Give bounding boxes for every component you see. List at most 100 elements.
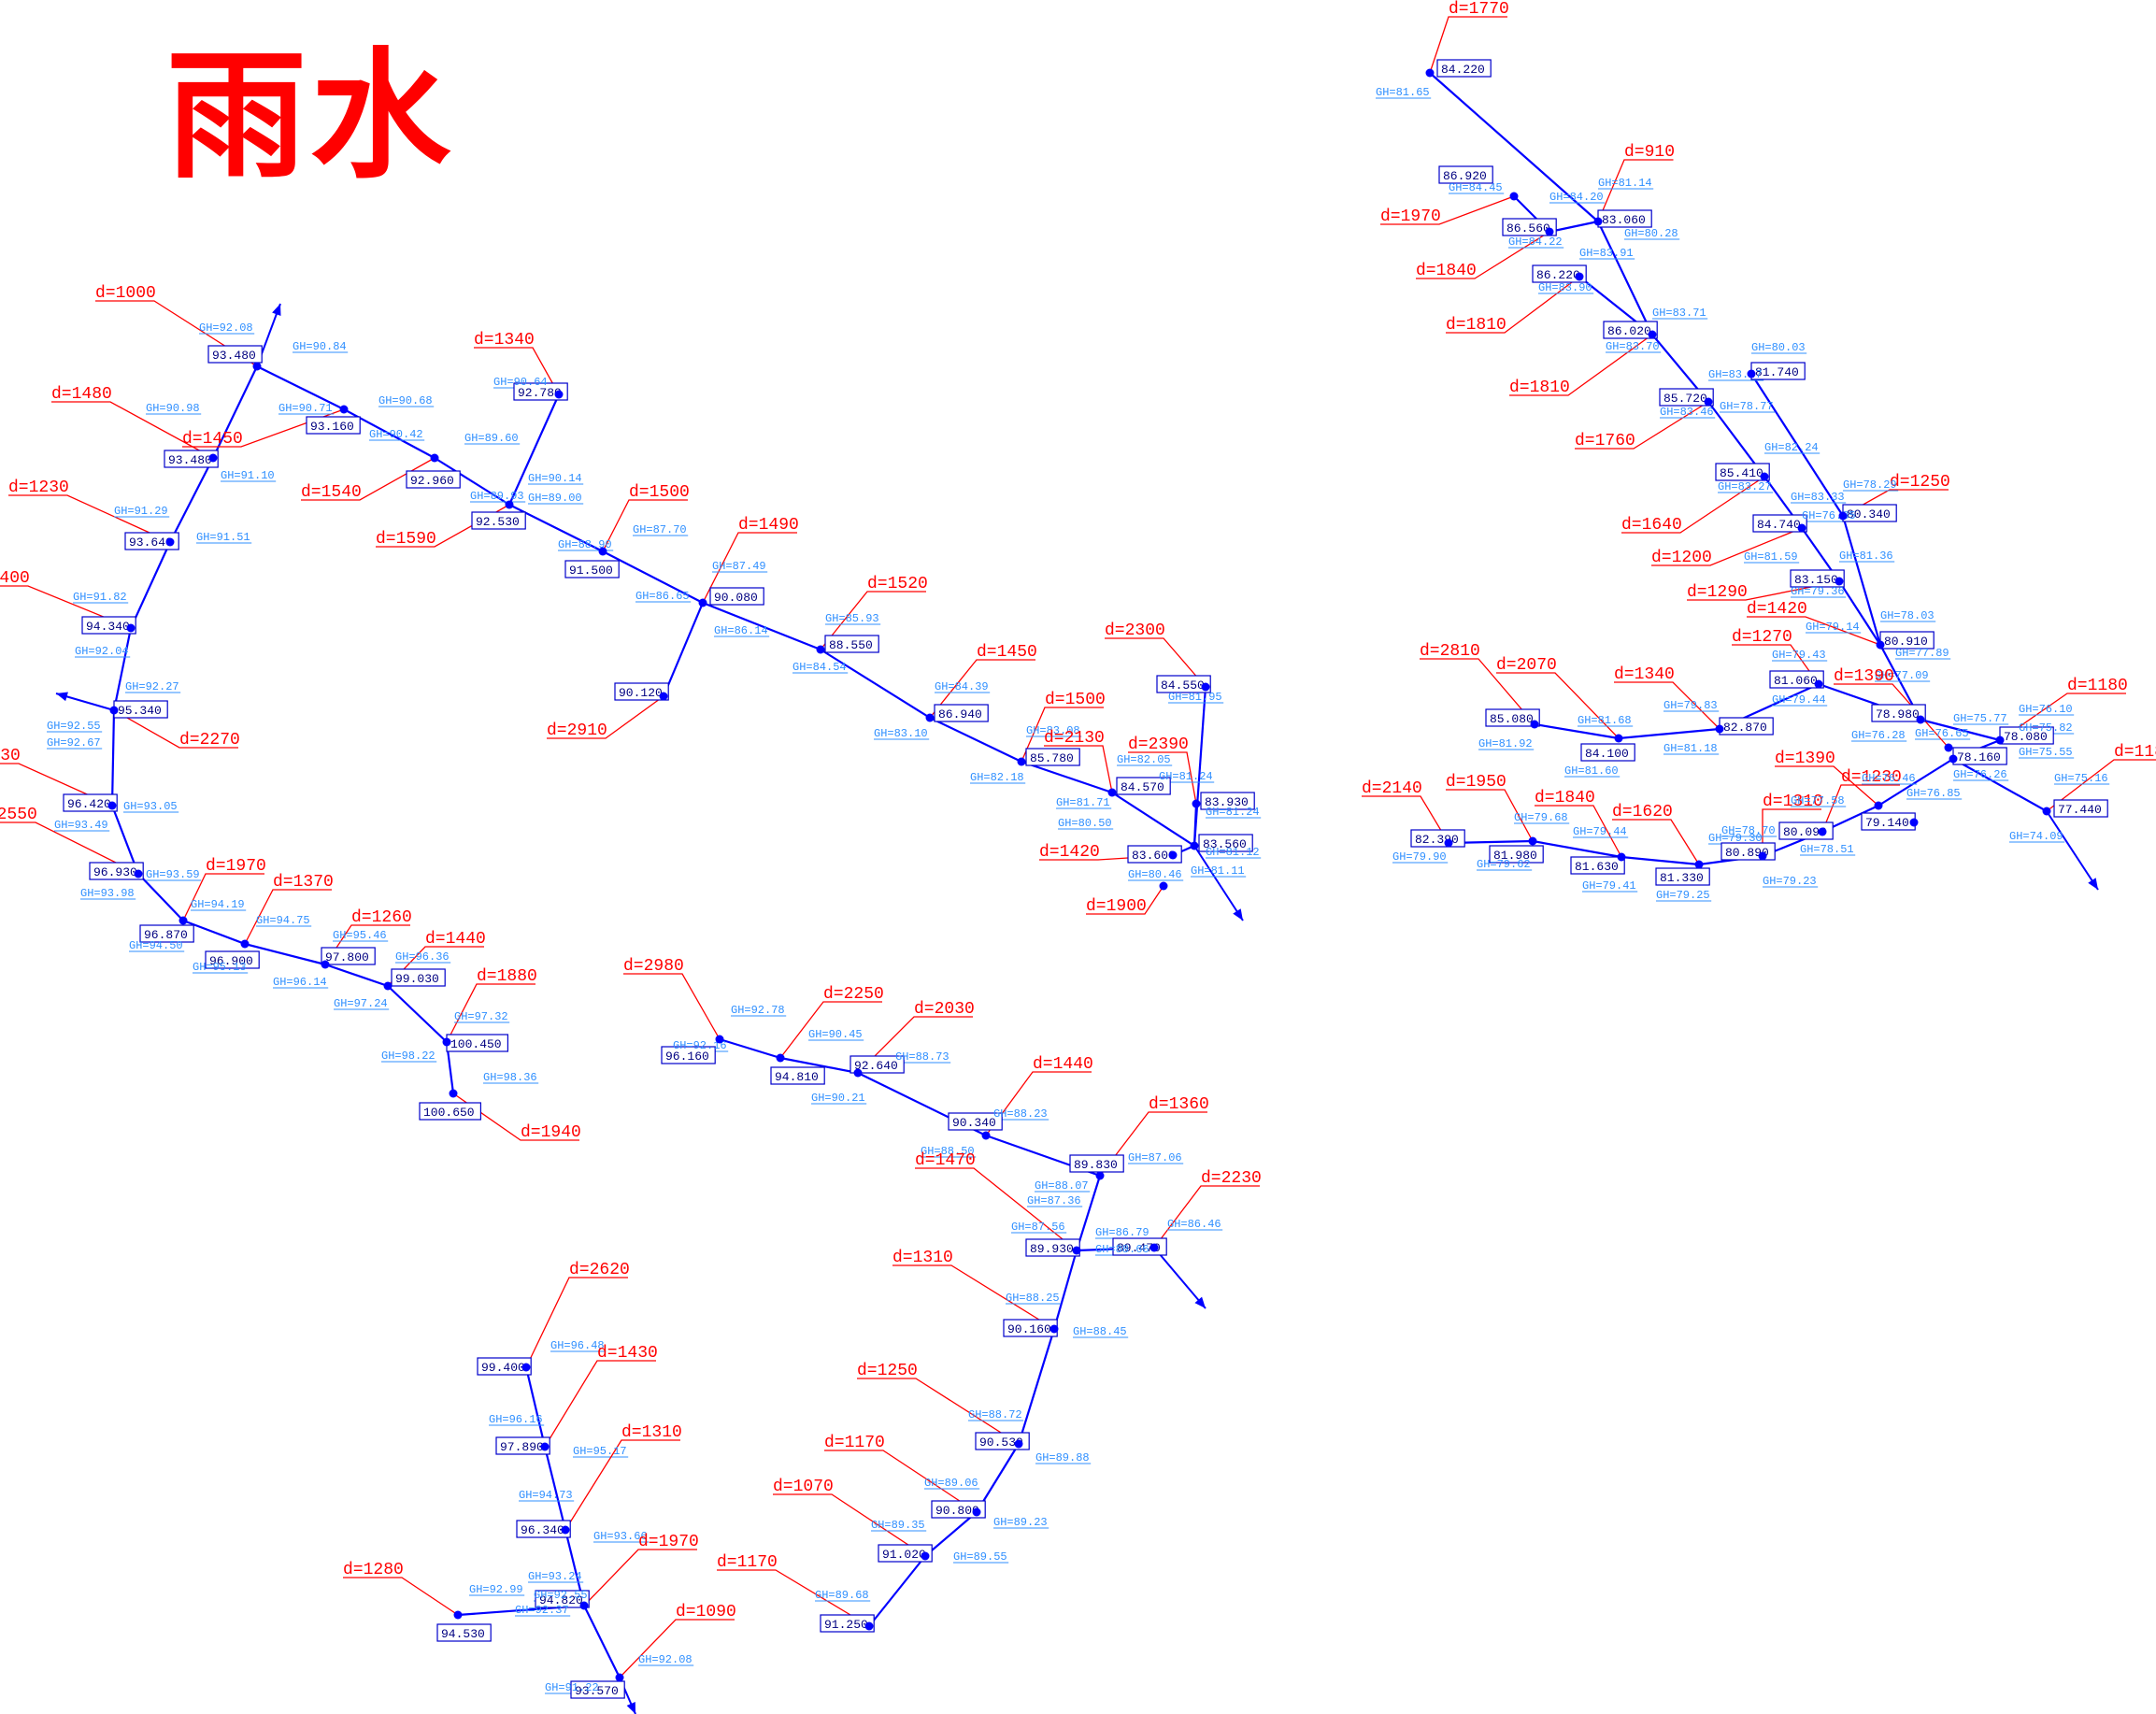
depth-label: d=1940 xyxy=(521,1123,581,1142)
ground-height-label: GH=96.36 xyxy=(395,950,450,964)
ground-height-label: GH=81.24 xyxy=(1159,770,1213,783)
ground-height-label: GH=79.23 xyxy=(1763,875,1817,888)
manhole-node xyxy=(1168,850,1178,860)
ground-height-label: GH=84.20 xyxy=(1549,191,1604,204)
depth-leader-line xyxy=(1153,1185,1260,1249)
manhole-node xyxy=(107,801,117,810)
elevation-value: 83.930 xyxy=(1205,795,1249,809)
depth-leader-line xyxy=(1105,637,1207,688)
elevation-box xyxy=(878,1544,933,1563)
depth-label: d=1840 xyxy=(1416,262,1477,280)
depth-label: d=2070 xyxy=(1496,656,1557,675)
elevation-value: 78.080 xyxy=(2004,730,2048,744)
depth-label: d=1880 xyxy=(477,967,537,986)
depth-leader-line xyxy=(8,494,171,543)
elevation-value: 84.570 xyxy=(1121,780,1164,794)
ground-height-label: GH=79.90 xyxy=(1392,850,1447,864)
depth-leader-line xyxy=(544,1360,656,1448)
depth-label: d=2030 xyxy=(914,1000,975,1019)
manhole-node xyxy=(1617,852,1626,862)
elevation-value: 94.810 xyxy=(775,1070,819,1084)
depth-label: d=1900 xyxy=(1086,897,1147,916)
manhole-node xyxy=(1107,788,1117,797)
ground-height-label: GH=81.95 xyxy=(1168,691,1222,704)
elevation-value: 80.340 xyxy=(1847,507,1891,521)
pipe-segment xyxy=(924,1511,978,1557)
depth-label: d=1810 xyxy=(1446,316,1506,335)
manhole-node xyxy=(540,1442,550,1451)
flow-arrow-icon xyxy=(272,304,281,316)
depth-label: d=1250 xyxy=(1890,473,1950,492)
ground-height-label: GH=88.90 xyxy=(558,538,612,551)
depth-label: d=1400 xyxy=(0,569,30,588)
ground-height-label: GH=89.93 xyxy=(470,490,524,503)
elevation-value: 83.600 xyxy=(1132,849,1176,863)
elevation-value: 89.930 xyxy=(1030,1242,1074,1256)
depth-leader-line xyxy=(51,401,214,459)
ground-height-label: GH=81.24 xyxy=(1206,806,1260,819)
pipe-segment xyxy=(524,1366,547,1448)
ground-height-label: GH=82.18 xyxy=(970,771,1024,784)
depth-label: d=1640 xyxy=(1621,516,1682,535)
elevation-box xyxy=(564,560,620,578)
depth-leader-line xyxy=(2046,759,2156,812)
depth-label: d=1390 xyxy=(1834,667,1894,686)
outlet-pipe xyxy=(1193,845,1244,921)
elevation-value: 96.340 xyxy=(521,1523,564,1537)
ground-height-label: GH=81.11 xyxy=(1191,864,1245,878)
depth-label: d=1170 xyxy=(824,1434,885,1452)
pipe-segment xyxy=(1597,221,1653,336)
depth-label: d=1170 xyxy=(717,1553,778,1572)
manhole-node xyxy=(1814,679,1823,689)
depth-label: d=1970 xyxy=(638,1533,699,1551)
ground-height-label: GH=93.98 xyxy=(80,887,135,900)
depth-label: d=1810 xyxy=(1509,379,1570,397)
elevation-box xyxy=(207,345,263,364)
pipe-segment xyxy=(1952,758,2048,812)
manhole-node xyxy=(972,1507,981,1517)
elevation-value: 93.640 xyxy=(129,536,173,550)
elevation-value: 99.400 xyxy=(481,1361,525,1375)
ground-height-label: GH=97.24 xyxy=(334,997,388,1010)
depth-label: d=2550 xyxy=(0,806,37,824)
depth-label: d=1420 xyxy=(1039,843,1100,862)
depth-label: d=1280 xyxy=(343,1561,404,1579)
ground-height-label: GH=90.68 xyxy=(378,394,433,407)
manhole-node xyxy=(659,692,668,701)
elevation-box xyxy=(1778,821,1834,840)
manhole-node xyxy=(816,645,825,654)
pipe-segment xyxy=(1920,718,2001,742)
ground-height-label: GH=78.77 xyxy=(1720,400,1774,413)
manhole-node xyxy=(1876,640,1885,650)
ground-height-label: GH=93.66 xyxy=(593,1530,648,1543)
elevation-box xyxy=(1790,569,1845,588)
ground-height-label: GH=81.60 xyxy=(1564,764,1619,778)
elevation-box xyxy=(570,1680,625,1699)
pipe-segment xyxy=(1021,760,1113,794)
elevation-box xyxy=(1489,845,1544,864)
depth-label: d=1760 xyxy=(1575,432,1635,450)
depth-label: d=1490 xyxy=(738,516,799,535)
depth-leader-line xyxy=(1614,681,1721,730)
elevation-value: 91.250 xyxy=(824,1618,868,1632)
manhole-node xyxy=(1909,818,1919,827)
manhole-node xyxy=(1747,369,1756,379)
ground-height-label: GH=97.32 xyxy=(454,1010,508,1023)
manhole-node xyxy=(1190,841,1199,850)
depth-leader-line xyxy=(1612,819,1700,865)
ground-height-label: GH=87.70 xyxy=(633,523,687,536)
elevation-box xyxy=(1502,218,1557,236)
elevation-value: 92.960 xyxy=(410,474,454,488)
pipe-segment xyxy=(1052,1250,1078,1330)
ground-height-label: GH=87.56 xyxy=(1011,1221,1065,1234)
ground-height-label: GH=88.73 xyxy=(895,1050,949,1064)
depth-label: d=1340 xyxy=(474,331,535,350)
manhole-node xyxy=(615,1673,624,1682)
depth-leader-line xyxy=(1747,616,1881,646)
pipe-segment xyxy=(1111,792,1195,847)
manhole-node xyxy=(1444,838,1453,848)
ground-height-label: GH=83.90 xyxy=(1538,281,1592,294)
manhole-node xyxy=(776,1053,785,1063)
manhole-node xyxy=(1425,68,1435,78)
pipe-segment xyxy=(137,873,184,921)
